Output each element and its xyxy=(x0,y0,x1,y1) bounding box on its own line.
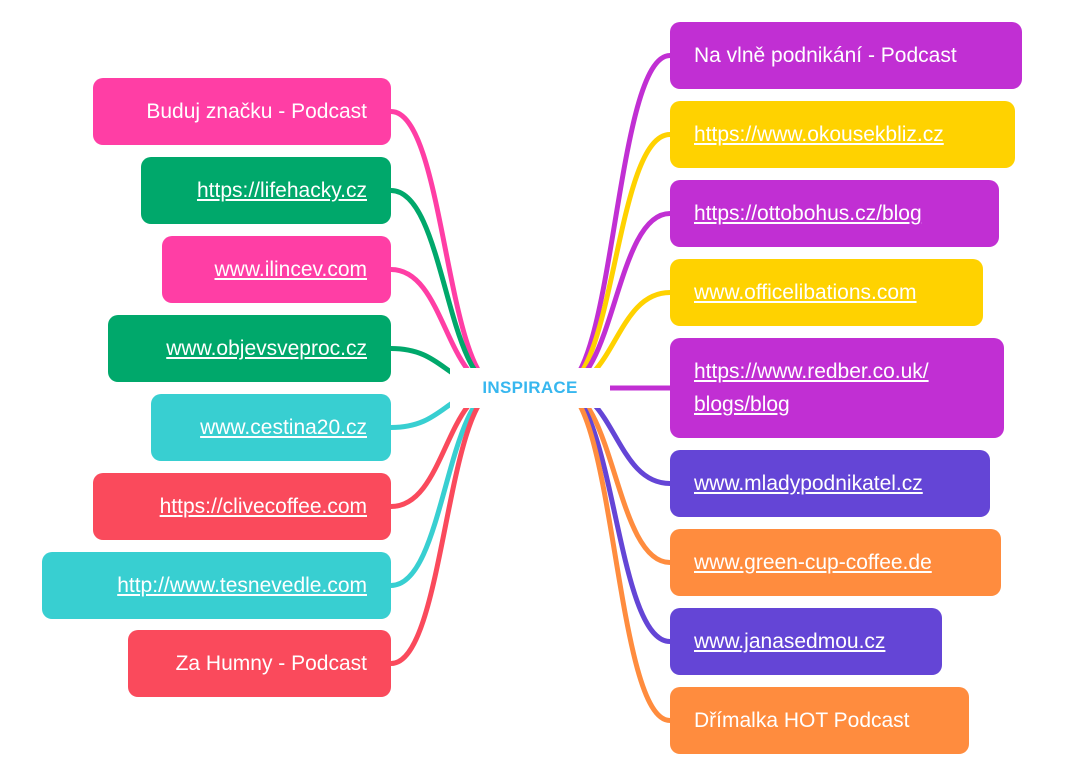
right-connector-3 xyxy=(557,211,673,391)
right-connector-7 xyxy=(557,385,673,565)
right-node-1-label: Na vlně podnikání - Podcast xyxy=(694,44,957,67)
right-connector-2 xyxy=(557,132,673,391)
left-node-6-link[interactable]: https://clivecoffee.com xyxy=(159,495,367,518)
left-node-1[interactable]: Buduj značku - Podcast xyxy=(93,78,391,145)
left-node-6[interactable]: https://clivecoffee.com xyxy=(93,473,391,540)
right-node-4-link[interactable]: www.officelibations.com xyxy=(694,281,917,304)
right-node-1[interactable]: Na vlně podnikání - Podcast xyxy=(670,22,1022,89)
right-node-7[interactable]: www.green-cup-coffee.de xyxy=(670,529,1001,596)
central-topic[interactable]: INSPIRACE xyxy=(450,368,610,408)
left-node-4-link[interactable]: www.objevsveproc.cz xyxy=(166,337,367,360)
right-node-8[interactable]: www.janasedmou.cz xyxy=(670,608,942,675)
left-node-4[interactable]: www.objevsveproc.cz xyxy=(108,315,391,382)
right-node-6[interactable]: www.mladypodnikatel.cz xyxy=(670,450,990,517)
left-connector-8 xyxy=(388,385,503,666)
left-node-3-link[interactable]: www.ilincev.com xyxy=(214,258,367,281)
right-connector-8 xyxy=(557,385,673,644)
right-node-5-link[interactable]: https://www.redber.co.uk/ blogs/blog xyxy=(670,355,1004,421)
right-node-5-line-1: https://www.redber.co.uk/ xyxy=(694,360,929,383)
central-topic-label: INSPIRACE xyxy=(482,378,578,397)
left-node-7-link[interactable]: http://www.tesnevedle.com xyxy=(117,574,367,597)
right-node-5-line-2: blogs/blog xyxy=(694,393,790,416)
right-node-9[interactable]: Dřímalka HOT Podcast xyxy=(670,687,969,754)
right-node-9-label: Dřímalka HOT Podcast xyxy=(694,709,910,732)
left-connector-1 xyxy=(388,109,503,391)
left-node-5[interactable]: www.cestina20.cz xyxy=(151,394,391,461)
right-node-3-link[interactable]: https://ottobohus.cz/blog xyxy=(694,202,922,225)
left-node-1-label: Buduj značku - Podcast xyxy=(146,100,367,123)
left-connector-2 xyxy=(388,188,503,391)
right-node-2-link[interactable]: https://www.okousekbliz.cz xyxy=(694,123,944,146)
right-node-6-link[interactable]: www.mladypodnikatel.cz xyxy=(694,472,923,495)
right-node-7-link[interactable]: www.green-cup-coffee.de xyxy=(694,551,932,574)
left-node-8[interactable]: Za Humny - Podcast xyxy=(128,630,391,697)
left-node-2[interactable]: https://lifehacky.cz xyxy=(141,157,391,224)
left-node-7[interactable]: http://www.tesnevedle.com xyxy=(42,552,391,619)
left-connector-7 xyxy=(388,385,503,588)
left-node-8-label: Za Humny - Podcast xyxy=(175,652,367,675)
left-node-3[interactable]: www.ilincev.com xyxy=(162,236,391,303)
right-node-3[interactable]: https://ottobohus.cz/blog xyxy=(670,180,999,247)
right-node-5[interactable]: https://www.redber.co.uk/ blogs/blog xyxy=(670,338,1004,438)
left-node-2-link[interactable]: https://lifehacky.cz xyxy=(196,179,367,202)
right-node-8-link[interactable]: www.janasedmou.cz xyxy=(694,630,886,653)
right-node-4[interactable]: www.officelibations.com xyxy=(670,259,983,326)
left-node-5-link[interactable]: www.cestina20.cz xyxy=(200,416,367,439)
right-node-2[interactable]: https://www.okousekbliz.cz xyxy=(670,101,1015,168)
